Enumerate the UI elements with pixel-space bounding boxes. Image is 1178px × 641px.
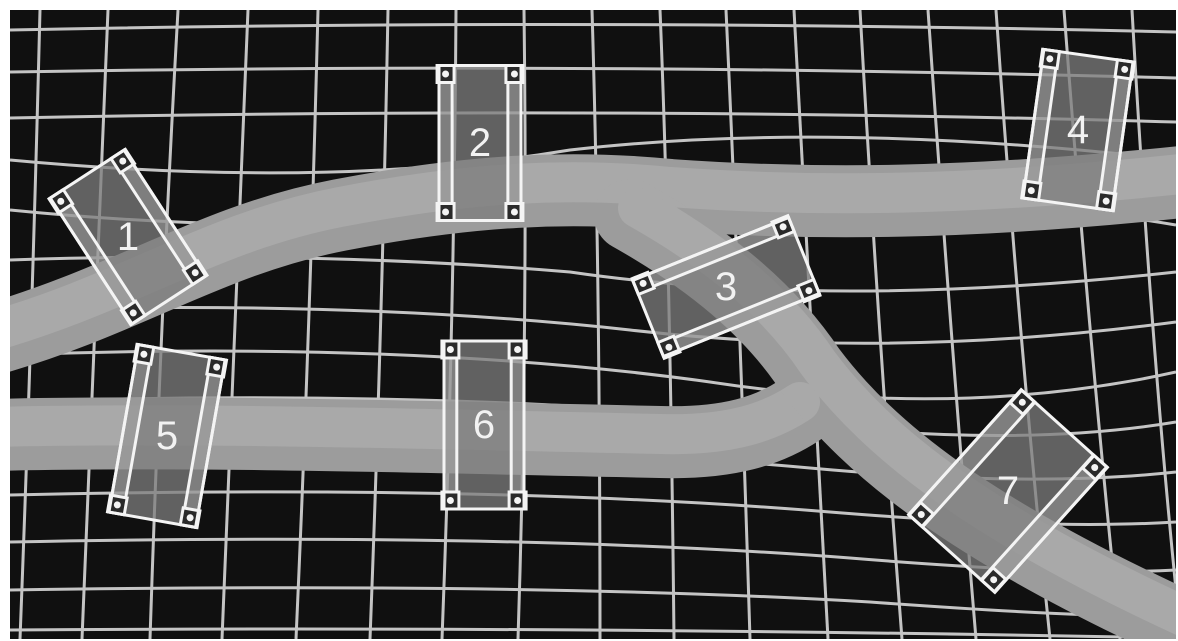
clip-number-1: 1 bbox=[117, 215, 139, 259]
vessel-clip-diagram: 1 2 3 4 5 6 7 bbox=[10, 10, 1176, 639]
clip-pin-hole bbox=[514, 497, 521, 504]
clip-number-6: 6 bbox=[473, 403, 495, 447]
clip-pin-hole bbox=[442, 71, 449, 78]
clip-number-4: 4 bbox=[1067, 108, 1089, 152]
clip-number-3: 3 bbox=[715, 265, 737, 309]
clip-rail-left bbox=[444, 341, 457, 509]
clip-pin-hole bbox=[511, 209, 518, 216]
clip-rail-right bbox=[511, 341, 524, 509]
clip-rail-left bbox=[439, 66, 452, 221]
clip-pin-hole bbox=[514, 346, 521, 353]
clip-pin-hole bbox=[442, 209, 449, 216]
clip-number-7: 7 bbox=[997, 469, 1019, 513]
clip-pin-hole bbox=[447, 346, 454, 353]
clip-pin-hole bbox=[511, 71, 518, 78]
clip-rail-right bbox=[508, 66, 521, 221]
clip-number-2: 2 bbox=[469, 121, 491, 165]
clip-number-5: 5 bbox=[156, 414, 178, 458]
clip-pin-hole bbox=[447, 497, 454, 504]
